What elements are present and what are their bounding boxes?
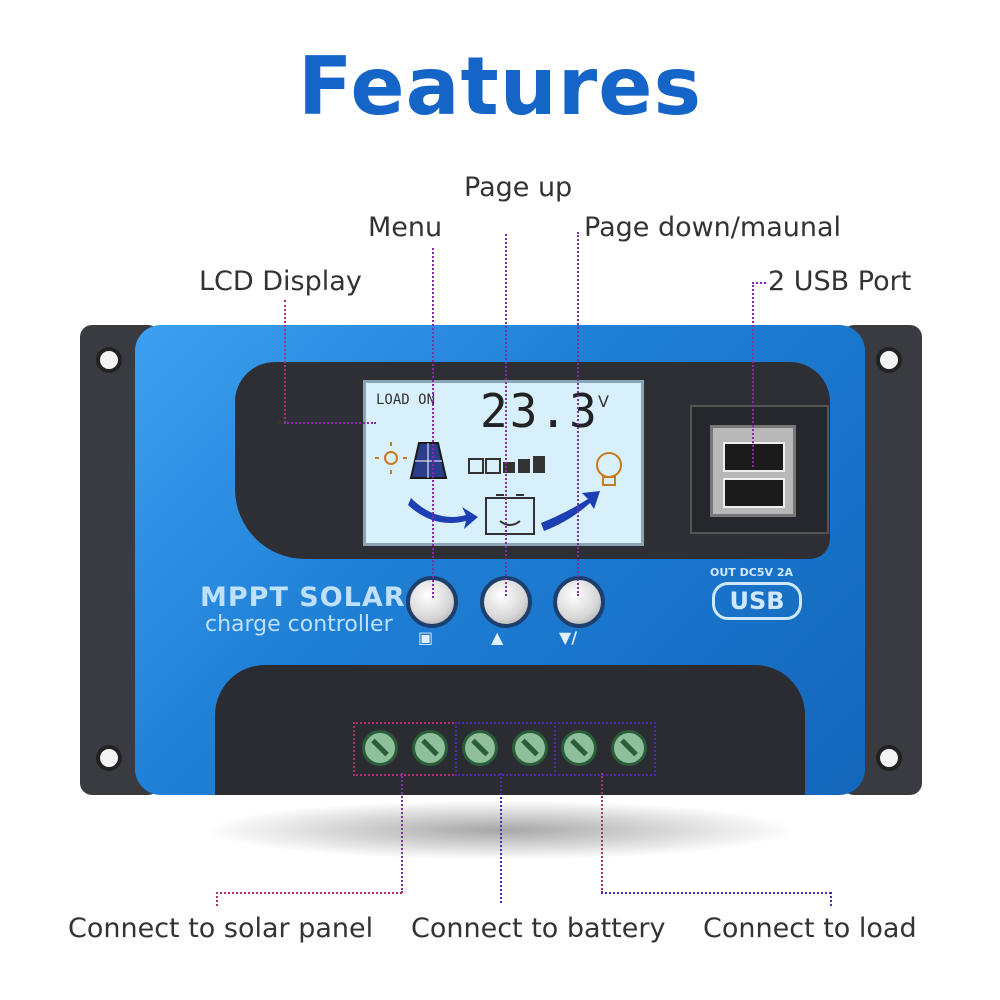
terminal-screw[interactable]	[412, 730, 448, 766]
callout-load: Connect to load	[703, 913, 917, 944]
usb-slot[interactable]	[723, 442, 785, 472]
callout-usb-port: 2 USB Port	[768, 266, 912, 297]
callout-page-down: Page down/maunal	[584, 212, 842, 243]
leader-line-lcd	[284, 300, 286, 423]
leader-line-solar-end	[216, 892, 218, 906]
callout-menu: Menu	[368, 212, 443, 243]
leader-line-load-horizontal	[601, 892, 831, 894]
leader-line-usb	[752, 282, 754, 467]
callout-battery: Connect to battery	[411, 913, 666, 944]
leader-line-page-up	[505, 234, 507, 596]
leader-line-solar-horizontal	[216, 892, 402, 894]
terminal-screw[interactable]	[362, 730, 398, 766]
brand-title: MPPT SOLAR	[200, 582, 406, 613]
terminal-block	[215, 665, 805, 795]
lcd-voltage-value: 23.3	[480, 384, 599, 438]
sun-icon	[375, 442, 407, 474]
leader-line-battery	[500, 773, 502, 903]
usb-slot[interactable]	[723, 478, 785, 508]
terminal-screw[interactable]	[611, 730, 647, 766]
arrow-up-right-icon	[541, 491, 600, 531]
plus-symbol-icon: ▲	[491, 628, 504, 647]
leader-line-load-end	[830, 892, 832, 906]
lcd-load-status: LOAD ON	[376, 392, 436, 408]
mounting-hole	[876, 745, 902, 771]
leader-line-usb-horizontal	[752, 282, 766, 284]
page-down-button[interactable]	[553, 576, 605, 628]
arrow-right-icon	[408, 498, 478, 529]
solar-panel-icon	[409, 442, 448, 479]
load-terminal-group	[554, 722, 656, 776]
battery-level-icon	[468, 456, 545, 474]
minus-manual-symbol-icon: ▼/	[559, 628, 578, 647]
leader-line-lcd-horizontal	[284, 422, 376, 424]
usb-output-rating: OUT DC5V 2A	[710, 566, 793, 579]
mounting-hole	[876, 347, 902, 373]
indicator-led	[277, 420, 283, 426]
usb-logo: USB	[712, 582, 802, 620]
callout-solar-panel: Connect to solar panel	[68, 913, 374, 944]
bulb-icon	[596, 452, 622, 486]
lcd-voltage-unit: V	[598, 392, 609, 411]
leader-line-load	[601, 773, 603, 893]
menu-symbol-icon: ▣	[418, 628, 434, 647]
terminal-screw[interactable]	[462, 730, 498, 766]
lcd-icons	[375, 442, 622, 535]
page-title: Features	[297, 40, 703, 133]
leader-line-page-down	[577, 232, 579, 596]
brand-subtitle: charge controller	[205, 612, 393, 637]
mounting-hole	[96, 745, 122, 771]
battery-face-icon	[485, 494, 535, 535]
leader-line-menu	[432, 248, 434, 598]
leader-line-solar	[401, 773, 403, 893]
callout-page-up: Page up	[464, 172, 573, 203]
callout-lcd-display: LCD Display	[199, 266, 362, 297]
lcd-display	[363, 380, 644, 546]
mounting-hole	[96, 347, 122, 373]
terminal-screw[interactable]	[512, 730, 548, 766]
terminal-screw[interactable]	[561, 730, 597, 766]
